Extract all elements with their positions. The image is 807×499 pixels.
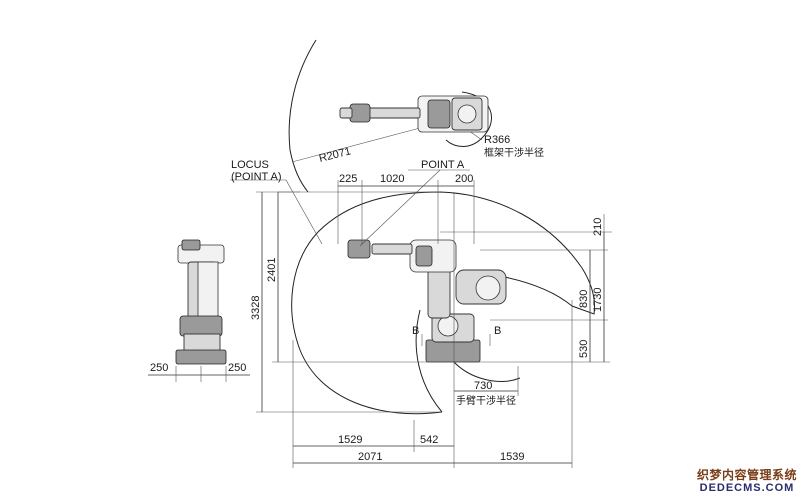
front-view: 250 250 — [148, 239, 250, 382]
dim-bottom-1539: 1539 — [500, 451, 524, 463]
top-robot-body — [339, 95, 489, 133]
dim-bottom-2071: 2071 — [358, 451, 382, 463]
r2071-label: R2071 — [318, 145, 352, 164]
arm-interference-label: 手臂干涉半径 — [456, 394, 516, 407]
r2071-arc — [288, 39, 317, 193]
dim-left-3328: 3328 — [250, 296, 262, 320]
watermark-line1: 织梦内容管理系统 — [696, 468, 797, 482]
frame-interference-label: 框架干涉半径 — [484, 146, 544, 159]
top-view — [288, 39, 492, 193]
side-robot-body — [347, 239, 507, 363]
section-b-left: B — [412, 325, 419, 337]
dim-right-830: 830 — [578, 290, 590, 308]
locus-label-line1: LOCUS — [231, 159, 269, 171]
inner-arm-locus — [415, 309, 443, 413]
locus-label-line2: (POINT A) — [231, 171, 282, 183]
r2071-leader — [291, 127, 421, 163]
point-a-leader — [359, 169, 441, 247]
dim-bottom-730: 730 — [474, 380, 492, 392]
point-a-label: POINT A — [421, 159, 465, 171]
watermark: 织梦内容管理系统 DEDECMS.COM — [693, 469, 801, 495]
locus-leader — [285, 179, 323, 245]
dim-bottom-542: 542 — [420, 434, 438, 446]
r366-label: R366 — [484, 134, 510, 146]
dim-base-250-left: 250 — [150, 362, 168, 374]
arm-interference-arc — [451, 359, 521, 382]
dim-right-1730: 1730 — [592, 288, 604, 312]
dim-top-200: 200 — [455, 173, 473, 185]
dim-left-2401: 2401 — [266, 258, 278, 282]
dim-right-210: 210 — [592, 218, 604, 236]
section-b-right: B — [494, 325, 501, 337]
watermark-line2: DEDECMS.COM — [699, 482, 795, 494]
dim-bottom-1529: 1529 — [338, 434, 362, 446]
dim-base-250-right: 250 — [228, 362, 246, 374]
dim-top-1020: 1020 — [380, 173, 404, 185]
side-view: 225 1020 200 3328 2401 210 830 1730 530 … — [230, 169, 612, 468]
dim-right-530: 530 — [578, 340, 590, 358]
dim-top-225: 225 — [339, 173, 357, 185]
